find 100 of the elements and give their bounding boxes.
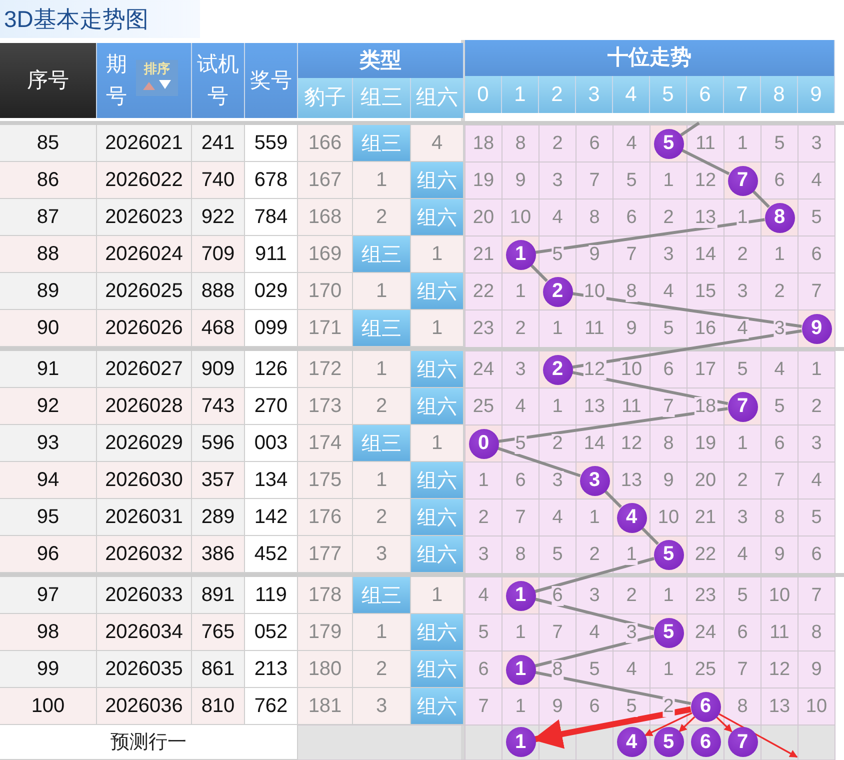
column-header: 6 [687,76,724,113]
table-cell: 2 [353,199,411,236]
chart-title: 3D基本走势图 [0,0,200,38]
table-cell: 组六 [411,688,464,725]
table-cell: 2026031 [97,499,192,536]
table-cell: 174 [298,425,353,462]
table-cell: 1 [353,462,411,499]
table-cell: 85 [0,125,97,162]
table-cell: 组三 [353,310,411,347]
trend-line [498,407,728,443]
table-cell: 172 [298,351,353,388]
table-cell: 168 [298,199,353,236]
table-cell: 2026034 [97,614,192,651]
table-cell: 2 [353,388,411,425]
column-header: 1 [502,76,539,113]
trend-line [604,490,622,508]
trend-value: 12 [582,360,606,380]
table-cell: 765 [192,614,245,651]
table-cell: 029 [245,273,298,310]
column-header: 组三 [353,78,411,118]
table-cell: 组六 [411,273,464,310]
table-cell: 2026021 [97,125,192,162]
column-header: 0 [465,76,502,113]
trend-line [572,329,802,369]
column-header: 8 [761,76,798,113]
table-cell: 289 [192,499,245,536]
table-cell: 2026026 [97,310,192,347]
table-cell: 组三 [353,236,411,273]
table-cell: 97 [0,577,97,614]
table-cell: 2026036 [97,688,192,725]
table-cell: 1 [353,273,411,310]
table-cell: 91 [0,351,97,388]
table-cell: 173 [298,388,353,425]
table-cell: 100 [0,688,97,725]
table-cell: 组六 [411,162,464,199]
table-cell: 452 [245,536,298,573]
table-cell: 126 [245,351,298,388]
table-cell: 1 [411,310,464,347]
trend-line [752,190,770,208]
table-cell: 86 [0,162,97,199]
table-cell: 组六 [411,199,464,236]
trend-line [534,634,654,668]
table-cell: 169 [298,236,353,273]
table-cell: 909 [192,351,245,388]
table-cell: 176 [298,499,353,536]
table-cell: 2 [353,499,411,536]
table-cell: 762 [245,688,298,725]
table-cell: 1 [411,425,464,462]
table-cell: 167 [298,162,353,199]
table-cell: 2026030 [97,462,192,499]
table-cell: 92 [0,388,97,425]
table-cell: 组六 [411,351,464,388]
table-cell: 94 [0,462,97,499]
trend-value: 10 [582,282,606,302]
table-cell: 2026024 [97,236,192,273]
table-cell: 2 [353,651,411,688]
table-cell: 099 [245,310,298,347]
column-header: 2 [539,76,576,113]
table-cell: 180 [298,651,353,688]
table-cell: 3 [353,688,411,725]
table-cell: 89 [0,273,97,310]
table-cell: 3 [353,536,411,573]
table-cell: 357 [192,462,245,499]
table-cell: 2026028 [97,388,192,425]
table-cell: 810 [192,688,245,725]
trend-line [681,148,730,176]
table-cell: 1 [353,614,411,651]
table-cell: 709 [192,236,245,273]
table-cell: 596 [192,425,245,462]
table-cell: 2026023 [97,199,192,236]
table-cell: 2026033 [97,577,192,614]
table-cell: 177 [298,536,353,573]
table-cell: 888 [192,273,245,310]
table-cell: 052 [245,614,298,651]
trend-line [535,218,765,254]
column-header: 9 [798,76,835,113]
table-cell: 组六 [411,536,464,573]
table-cell: 1 [411,236,464,273]
column-header: 5 [650,76,687,113]
table-cell: 468 [192,310,245,347]
trend-line [680,122,700,136]
trend-line [534,670,692,706]
table-cell: 1 [353,351,411,388]
table-cell: 743 [192,388,245,425]
table-cell: 678 [245,162,298,199]
table-cell: 2026029 [97,425,192,462]
table-cell: 组三 [353,425,411,462]
table-cell: 87 [0,199,97,236]
table-cell: 134 [245,462,298,499]
table-cell: 2026027 [97,351,192,388]
table-cell: 142 [245,499,298,536]
table-cell: 241 [192,125,245,162]
table-cell: 2026032 [97,536,192,573]
column-header: 豹子 [298,78,353,118]
table-cell: 组六 [411,651,464,688]
column-header: 试机号 [192,43,245,118]
column-header: 7 [724,76,761,113]
table-cell: 组六 [411,614,464,651]
table-cell: 181 [298,688,353,725]
arrow [678,716,696,732]
